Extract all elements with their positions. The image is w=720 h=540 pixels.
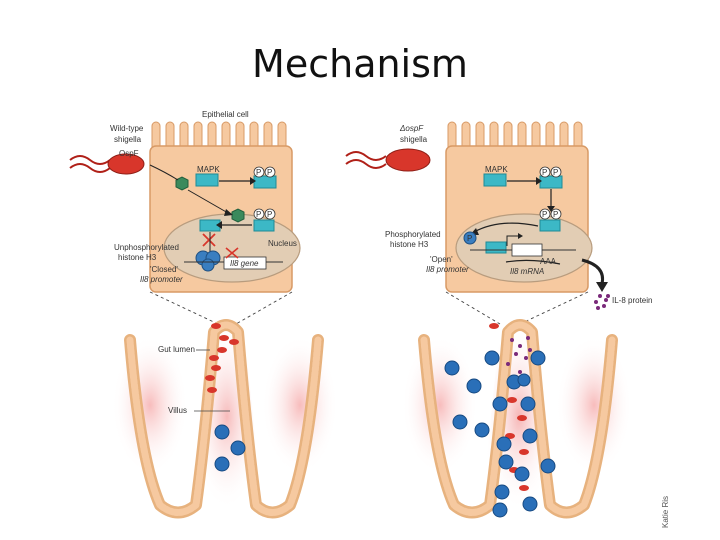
right-il8-gene-box bbox=[511, 243, 543, 257]
closed-promoter-label: 'Closed' bbox=[150, 265, 178, 274]
right-il8-dots bbox=[506, 336, 532, 374]
right-mapk-box bbox=[483, 173, 507, 187]
il8-protein-label: IL-8 protein bbox=[612, 296, 652, 305]
mutant-label-2: shigella bbox=[400, 135, 428, 144]
left-p-marker bbox=[264, 166, 276, 178]
left-p-marker bbox=[264, 208, 276, 220]
unphosphorylated-label: Unphosphorylated bbox=[114, 243, 179, 252]
left-villus bbox=[112, 319, 338, 519]
left-histone bbox=[201, 258, 215, 272]
slide-title: Mechanism bbox=[252, 42, 468, 86]
epithelial-cell-label: Epithelial cell bbox=[202, 110, 249, 119]
p-label: P bbox=[256, 168, 261, 177]
right-nuclear-protein bbox=[485, 241, 507, 254]
wild-type-shigella bbox=[69, 153, 145, 175]
mutant-label: ΔospF bbox=[399, 124, 424, 133]
left-nuclear-protein-p bbox=[253, 219, 275, 232]
il8-protein-dots bbox=[594, 294, 610, 310]
left-nucleus bbox=[163, 213, 301, 283]
ospf-hexagon bbox=[175, 176, 189, 191]
il8-gene-label: Il8 gene bbox=[230, 259, 259, 268]
left-il8-gene-box bbox=[223, 256, 267, 270]
right-nuclear-protein-p bbox=[539, 219, 561, 232]
ospf-hexagon bbox=[231, 208, 245, 223]
left-mapk-target bbox=[253, 175, 277, 189]
p-label: P bbox=[542, 210, 547, 219]
left-microvilli bbox=[151, 121, 287, 153]
ospf-label: OspF bbox=[119, 149, 139, 158]
right-neutrophils bbox=[444, 350, 556, 518]
right-microvilli bbox=[447, 121, 583, 153]
left-mapk-box bbox=[195, 173, 219, 187]
left-lumen-bacteria bbox=[205, 323, 239, 393]
left-neutrophils bbox=[214, 424, 246, 472]
p-label: P bbox=[267, 168, 272, 177]
nucleus-label: Nucleus bbox=[268, 239, 297, 248]
open-promoter-label: 'Open' bbox=[430, 255, 453, 264]
right-mapk-label: MAPK bbox=[485, 165, 508, 174]
p-label: P bbox=[267, 210, 272, 219]
image-credit: Katie Ris bbox=[661, 496, 670, 528]
il8-mrna-label: Il8 mRNA bbox=[510, 267, 544, 276]
unphosphorylated-label-2: histone H3 bbox=[118, 253, 157, 262]
p-label: P bbox=[542, 168, 547, 177]
right-histone bbox=[463, 231, 477, 245]
p-label: P bbox=[467, 234, 472, 243]
aaa-label: AAA bbox=[540, 257, 557, 266]
p-label: P bbox=[553, 168, 558, 177]
left-p-marker bbox=[253, 166, 265, 178]
left-epithelial-cell: Nucleus Il8 gene P P P P bbox=[149, 121, 301, 293]
open-promoter-label-2: Il8 promoter bbox=[426, 265, 469, 274]
wild-type-label-2: shigella bbox=[114, 135, 142, 144]
villus-label: Villus bbox=[168, 406, 187, 415]
gut-lumen-label: Gut lumen bbox=[158, 345, 195, 354]
left-p-marker bbox=[253, 208, 265, 220]
p-label: P bbox=[553, 210, 558, 219]
right-mapk-target bbox=[539, 175, 563, 189]
p-label: P bbox=[256, 210, 261, 219]
phosphorylated-label: Phosphorylated bbox=[385, 230, 441, 239]
phosphorylated-label-2: histone H3 bbox=[390, 240, 429, 249]
left-mapk-label: MAPK bbox=[197, 165, 220, 174]
mutant-shigella bbox=[345, 148, 431, 172]
wild-type-label: Wild-type bbox=[110, 124, 144, 133]
right-epithelial-cell: P P P P P AAA Il8 mRNA bbox=[445, 121, 593, 293]
right-villus bbox=[402, 319, 632, 519]
zoom-lines bbox=[149, 291, 589, 325]
closed-promoter-label-2: Il8 promoter bbox=[140, 275, 183, 284]
